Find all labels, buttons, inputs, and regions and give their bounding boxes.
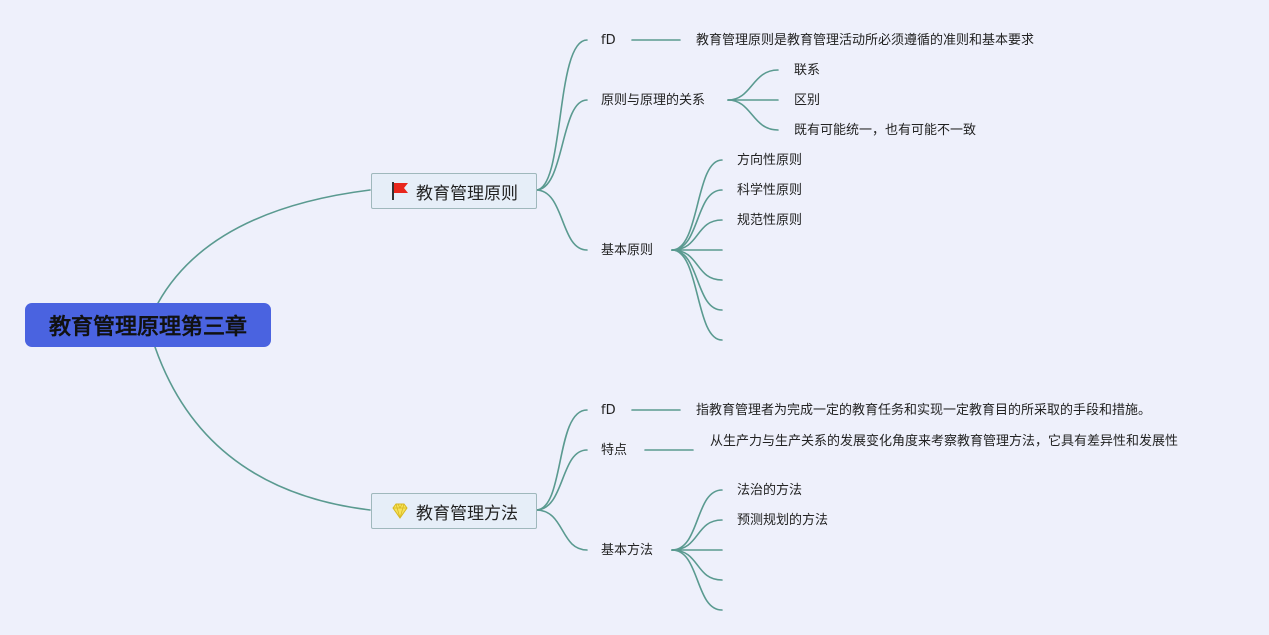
subtopic-feature[interactable]: 特点 bbox=[601, 443, 628, 458]
subtopic-basic-methods[interactable]: 基本方法 bbox=[601, 543, 654, 558]
main-topic-label: 教育管理方法 bbox=[416, 503, 518, 524]
link-basic1-item1 bbox=[671, 159, 723, 251]
link-basic1-item5 bbox=[671, 249, 723, 281]
link-topic2-feature bbox=[535, 449, 588, 511]
root-title: 教育管理原理第三章 bbox=[48, 315, 247, 340]
link-root-topic2 bbox=[154, 346, 371, 511]
link-basic2-item4 bbox=[671, 549, 723, 581]
feature-text[interactable]: 从生产力与生产关系的发展变化角度来考察教育管理方法，它具有差异性和发展性 bbox=[710, 434, 1179, 449]
link-basic1-item7 bbox=[671, 249, 723, 341]
link-basic2-item1 bbox=[671, 489, 723, 551]
link-root-topic1 bbox=[157, 189, 371, 304]
relation-item-2[interactable]: 区别 bbox=[794, 93, 821, 108]
main-topic-principles[interactable]: 教育管理原则 bbox=[371, 173, 537, 209]
link-basic1-item3 bbox=[671, 219, 723, 251]
main-topic-label: 教育管理原则 bbox=[416, 183, 518, 204]
basic-method-1[interactable]: 法治的方法 bbox=[737, 483, 803, 498]
link-basic1-item2 bbox=[671, 189, 723, 251]
link-basic1-item6 bbox=[671, 249, 723, 311]
link-topic1-definition bbox=[535, 39, 588, 191]
basic-method-2[interactable]: 预测规划的方法 bbox=[737, 513, 829, 528]
relation-item-1[interactable]: 联系 bbox=[794, 63, 821, 78]
subtopic-basic-principles[interactable]: 基本原则 bbox=[601, 243, 654, 258]
link-topic1-relation bbox=[535, 99, 588, 191]
relation-item-3[interactable]: 既有可能统一，也有可能不一致 bbox=[794, 123, 977, 138]
gem-icon bbox=[390, 501, 410, 521]
link-relation-item3 bbox=[727, 99, 779, 131]
main-topic-methods[interactable]: 教育管理方法 bbox=[371, 493, 537, 529]
link-topic2-basic bbox=[535, 509, 588, 551]
link-topic2-definition bbox=[535, 409, 588, 511]
basic-principle-1[interactable]: 方向性原则 bbox=[737, 153, 803, 168]
subtopic-definition-1[interactable]: fD bbox=[601, 33, 616, 48]
root-topic[interactable]: 教育管理原理第三章 bbox=[25, 303, 271, 347]
link-basic2-item5 bbox=[671, 549, 723, 611]
definition-2-text[interactable]: 指教育管理者为完成一定的教育任务和实现一定教育目的所采取的手段和措施。 bbox=[696, 403, 1152, 418]
red-flag-icon bbox=[390, 181, 410, 201]
subtopic-relation[interactable]: 原则与原理的关系 bbox=[601, 93, 706, 108]
basic-principle-2[interactable]: 科学性原则 bbox=[737, 183, 803, 198]
link-relation-item1 bbox=[727, 69, 779, 101]
basic-principle-3[interactable]: 规范性原则 bbox=[737, 213, 803, 228]
definition-1-text[interactable]: 教育管理原则是教育管理活动所必须遵循的准则和基本要求 bbox=[696, 33, 1035, 48]
subtopic-definition-2[interactable]: fD bbox=[601, 403, 616, 418]
link-topic1-basic bbox=[535, 189, 588, 251]
link-basic2-item2 bbox=[671, 519, 723, 551]
